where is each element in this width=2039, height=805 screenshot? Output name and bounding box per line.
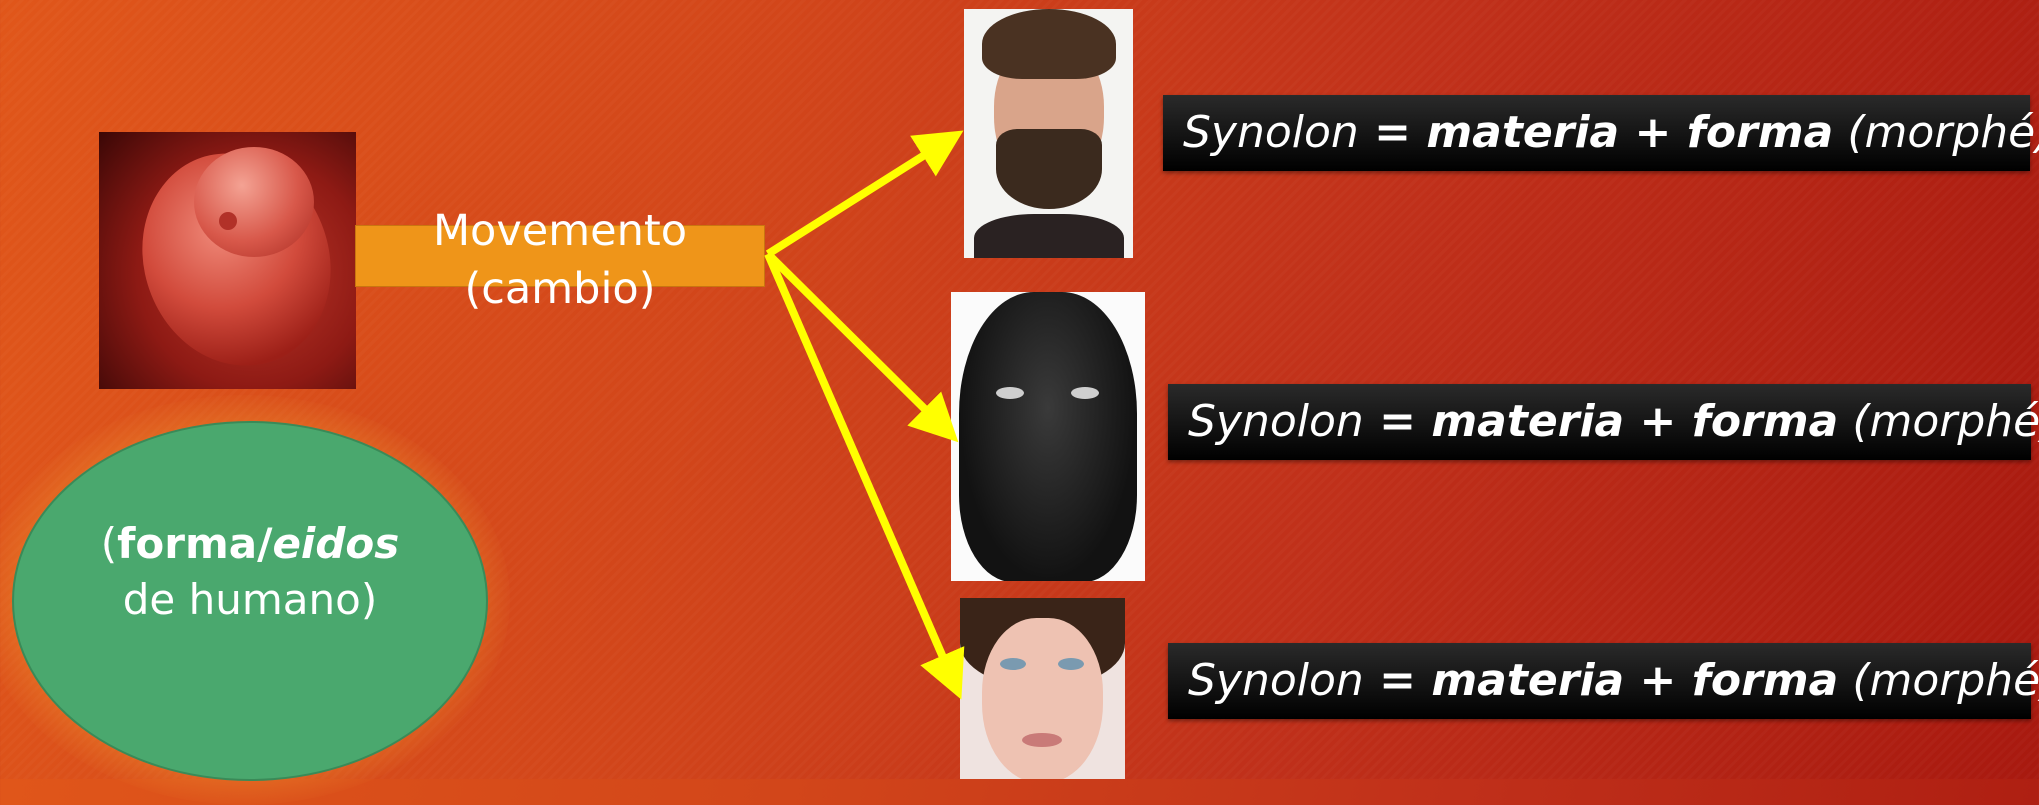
dark-skinned-man-photo xyxy=(951,292,1145,581)
embryo-photo xyxy=(99,132,356,389)
left-eye xyxy=(1000,658,1026,670)
arrow-to-woman xyxy=(764,252,965,700)
bearded-man-photo xyxy=(964,9,1133,258)
ellipse-text: (forma/eidos de humano) xyxy=(12,516,488,628)
movement-bar xyxy=(355,225,765,287)
embryo-head xyxy=(194,147,314,257)
synolon-label-3: Synolon = materia + forma (morphé) xyxy=(1168,643,2039,719)
movement-label: Movemento (cambio) xyxy=(380,202,740,318)
arrow-to-bearded-man xyxy=(765,130,964,258)
arrow-to-dark-man xyxy=(765,251,959,443)
face-skin xyxy=(959,292,1137,581)
ellipse-open-paren: ( xyxy=(100,519,118,568)
woman-photo xyxy=(960,598,1125,779)
arrows-layer xyxy=(764,130,965,700)
right-eye xyxy=(1058,658,1084,670)
synolon-label-2: Synolon = materia + forma (morphé) xyxy=(1168,384,2039,460)
ellipse-eidos: eidos xyxy=(272,519,400,568)
synolon-label-1: Synolon = materia + forma (morphé) xyxy=(1163,95,2039,171)
face-skin xyxy=(982,618,1103,779)
movement-line-2: (cambio) xyxy=(464,264,656,314)
beard xyxy=(996,129,1102,209)
movement-line-1: Movemento xyxy=(432,206,688,256)
form-ellipse xyxy=(12,421,488,781)
ellipse-line-2: de humano) xyxy=(122,575,378,624)
embryo-eye xyxy=(219,212,237,230)
hair xyxy=(982,9,1116,79)
ellipse-forma: forma/ xyxy=(117,519,273,568)
lips xyxy=(1022,733,1062,747)
left-eye xyxy=(996,387,1024,399)
right-eye xyxy=(1071,387,1099,399)
shirt xyxy=(974,214,1124,258)
